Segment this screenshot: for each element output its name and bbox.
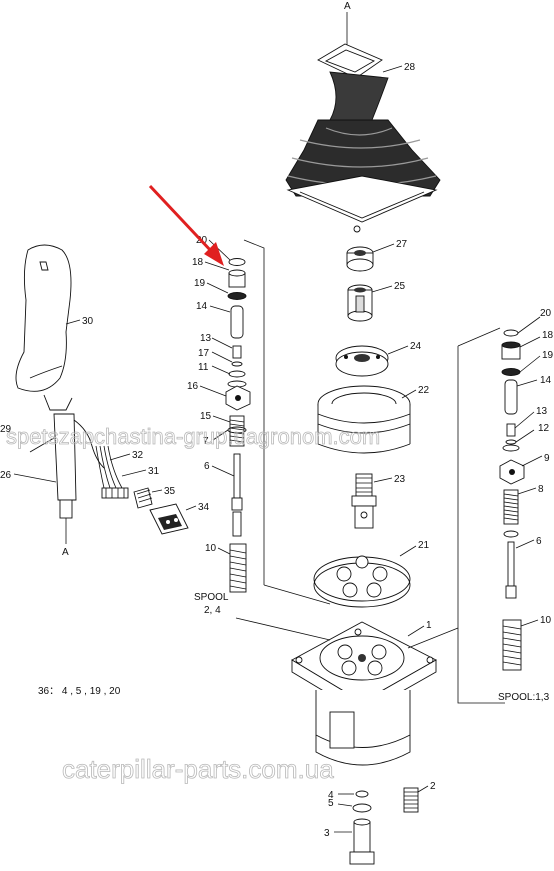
lever-grip-30 — [15, 244, 73, 411]
callout-21: 21 — [399, 540, 430, 557]
callout-26: 26 — [0, 470, 57, 483]
svg-text:12: 12 — [538, 423, 550, 434]
svg-text:14: 14 — [540, 375, 552, 386]
plate-24 — [335, 345, 389, 377]
svg-text:6: 6 — [536, 536, 542, 547]
terminal-35 — [133, 487, 153, 509]
svg-text:31: 31 — [148, 466, 160, 477]
svg-text:26: 26 — [0, 470, 12, 481]
svg-text:22: 22 — [418, 385, 430, 396]
svg-text:A: A — [344, 1, 351, 12]
svg-text:18: 18 — [542, 330, 554, 341]
connector-34 — [149, 503, 189, 535]
o-ring-4 — [355, 790, 369, 798]
right-spool-callouts: 20 18 19 14 13 12 9 8 6 10 SPOOL:1,3 — [498, 308, 554, 703]
svg-text:28: 28 — [404, 62, 416, 73]
svg-text:11: 11 — [198, 362, 209, 373]
svg-text:15: 15 — [200, 411, 212, 422]
svg-text:4: 4 — [328, 790, 334, 801]
callout-34: 34 — [185, 502, 210, 513]
washer-5 — [352, 803, 372, 813]
section-marker-bottom: A — [62, 518, 69, 558]
universal-joint-23 — [351, 473, 377, 529]
svg-text:24: 24 — [410, 341, 422, 352]
svg-text:8: 8 — [538, 484, 544, 495]
callout-3: 3 — [324, 828, 352, 839]
svg-text:2: 2 — [430, 781, 436, 792]
kit-note: 36： 4 , 5 , 19 , 20 — [38, 686, 121, 697]
callout-1: 1 — [407, 620, 432, 637]
watermark-top: spetszapchastina-grup.uagronom.com — [6, 424, 380, 449]
callout-30: 30 — [65, 316, 94, 327]
spool-left-label-line2: 2, 4 — [204, 605, 221, 616]
plate-21 — [313, 555, 411, 608]
svg-text:34: 34 — [198, 502, 210, 513]
svg-text:25: 25 — [394, 281, 406, 292]
svg-text:19: 19 — [194, 278, 206, 289]
callout-35: 35 — [151, 486, 176, 497]
svg-text:13: 13 — [200, 333, 212, 344]
svg-text:10: 10 — [540, 615, 552, 626]
svg-text:10: 10 — [205, 543, 217, 554]
svg-text:32: 32 — [132, 450, 144, 461]
callout-24: 24 — [387, 341, 422, 355]
svg-text:1: 1 — [426, 620, 432, 631]
svg-text:7: 7 — [203, 436, 209, 447]
callout-4: 4 — [328, 790, 354, 801]
svg-text:13: 13 — [536, 406, 548, 417]
svg-text:A: A — [62, 547, 69, 558]
plug-2 — [403, 787, 419, 813]
nut-27 — [346, 246, 374, 272]
callout-28: 28 — [382, 62, 416, 73]
svg-text:6: 6 — [204, 461, 210, 472]
svg-text:18: 18 — [192, 257, 204, 268]
svg-text:17: 17 — [198, 348, 210, 359]
svg-text:9: 9 — [544, 453, 550, 464]
svg-text:30: 30 — [82, 316, 94, 327]
rubber-boot-28 — [285, 43, 441, 233]
watermark-bottom: caterpillar-parts.com.ua — [62, 754, 334, 784]
svg-text:29: 29 — [0, 424, 12, 435]
svg-text:20: 20 — [540, 308, 552, 319]
nut-25 — [347, 284, 373, 322]
callout-5: 5 — [328, 798, 353, 809]
svg-text:35: 35 — [164, 486, 176, 497]
callout-23: 23 — [373, 474, 406, 485]
assembly-leader-lines — [235, 239, 505, 704]
callout-2: 2 — [417, 781, 436, 793]
spool-left-label-line1: SPOOL — [194, 592, 229, 603]
callout-29: 29 — [0, 424, 12, 435]
svg-text:23: 23 — [394, 474, 406, 485]
connector-3 — [349, 818, 375, 865]
right-spool-stack — [499, 329, 525, 671]
svg-text:21: 21 — [418, 540, 430, 551]
spool-right-label: SPOOL:1,3 — [498, 692, 550, 703]
svg-text:3: 3 — [324, 828, 330, 839]
svg-text:27: 27 — [396, 239, 408, 250]
left-spool-stack — [225, 258, 251, 593]
housing-1 — [291, 621, 437, 766]
callout-32: 32 — [109, 450, 144, 461]
svg-text:16: 16 — [187, 381, 199, 392]
red-arrow-indicator — [148, 184, 224, 266]
callout-27: 27 — [372, 239, 408, 253]
lever-shaft-26 — [29, 413, 105, 519]
cap-22 — [317, 385, 411, 454]
svg-text:19: 19 — [542, 350, 554, 361]
svg-text:5: 5 — [328, 798, 334, 809]
callout-31: 31 — [121, 466, 160, 477]
svg-text:14: 14 — [196, 301, 208, 312]
wire-harness-32 — [95, 445, 129, 499]
callout-25: 25 — [371, 281, 406, 293]
callout-22: 22 — [401, 385, 430, 399]
